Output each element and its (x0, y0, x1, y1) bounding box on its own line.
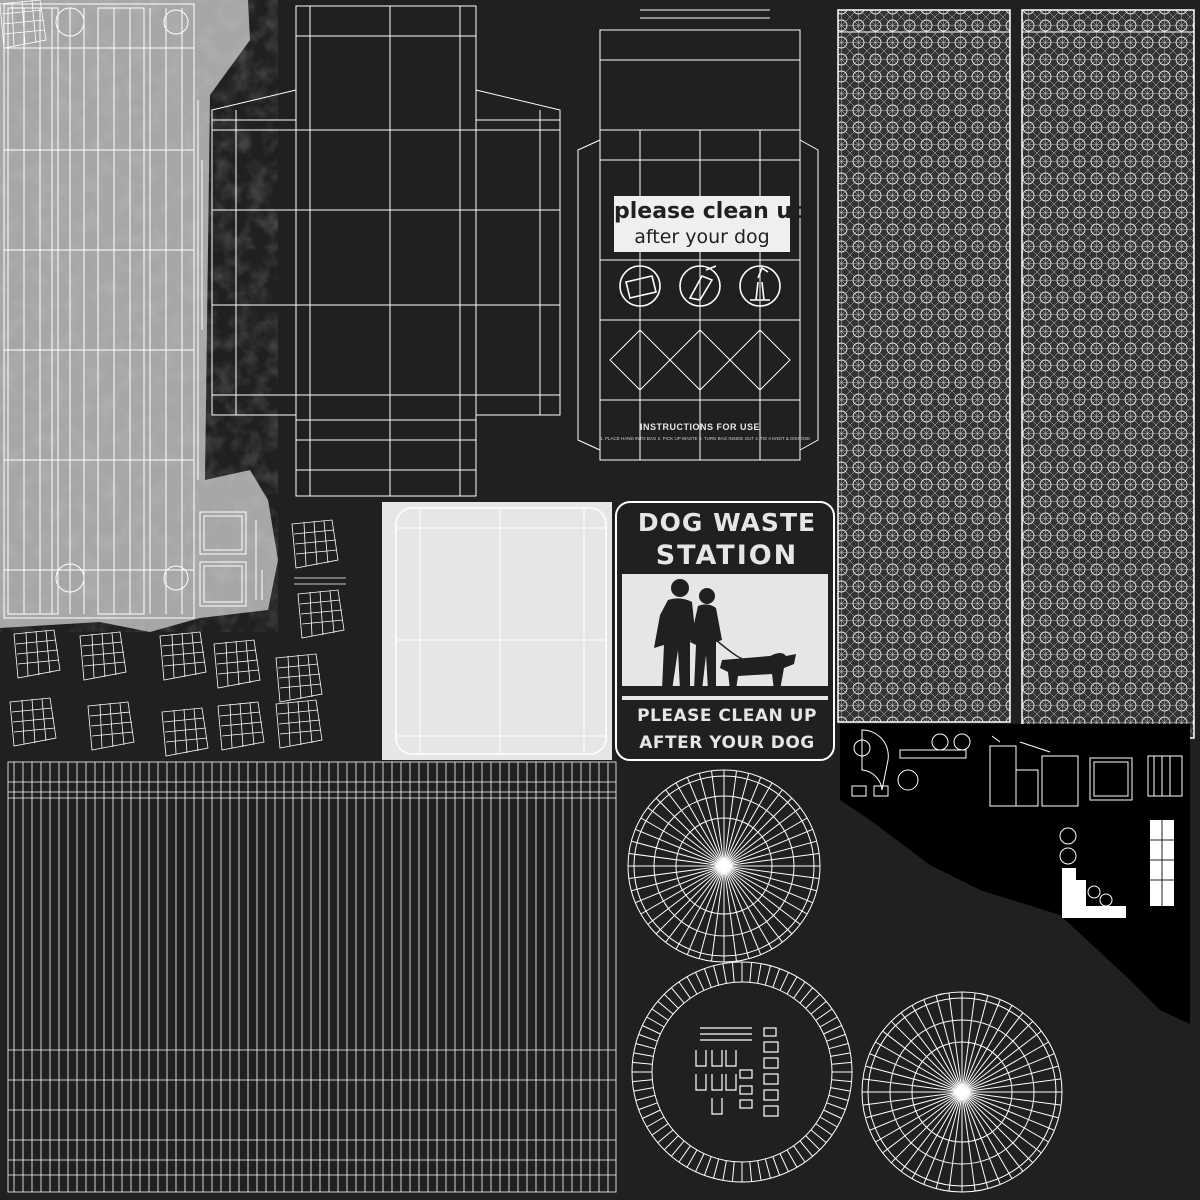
bag-label-box (614, 196, 790, 252)
bag-dispenser-unwrap (577, 9, 819, 461)
trash-bin-icon (739, 265, 781, 307)
instructions-body: 1. PLACE HAND INTO BAG 2. PICK UP WASTE … (600, 436, 811, 441)
sign-title-line1: DOG WASTE (637, 508, 817, 537)
bag-label-line1: please clean up (614, 199, 808, 224)
small-parts-cluster (840, 724, 1190, 1024)
bag-label-line2: after your dog (634, 226, 770, 248)
mesh-strip-right (1021, 9, 1195, 739)
light-panel (382, 502, 612, 760)
mesh-strip-left (837, 9, 1011, 723)
lid-bottom-right (861, 991, 1063, 1193)
small-bracket-pieces (197, 100, 263, 607)
sign-title-line2: STATION (655, 540, 799, 571)
fence-mesh (7, 761, 617, 1193)
instructions-title: INSTRUCTIONS FOR USE (639, 422, 760, 432)
ring-base (631, 961, 853, 1183)
bag-icon (619, 265, 661, 307)
hand-pickup-icon (679, 265, 721, 307)
box-unwrap (211, 5, 561, 497)
lid-top (627, 769, 821, 963)
sign-footer-line1: PLEASE CLEAN UP (637, 706, 817, 726)
people-walking-dog-icon (622, 579, 828, 696)
post-wireframe-left (3, 3, 195, 619)
hardware-parts (695, 1027, 779, 1117)
crumpled-bag-meshes (0, 0, 346, 757)
sign-footer-line2: AFTER YOUR DOG (639, 733, 815, 753)
